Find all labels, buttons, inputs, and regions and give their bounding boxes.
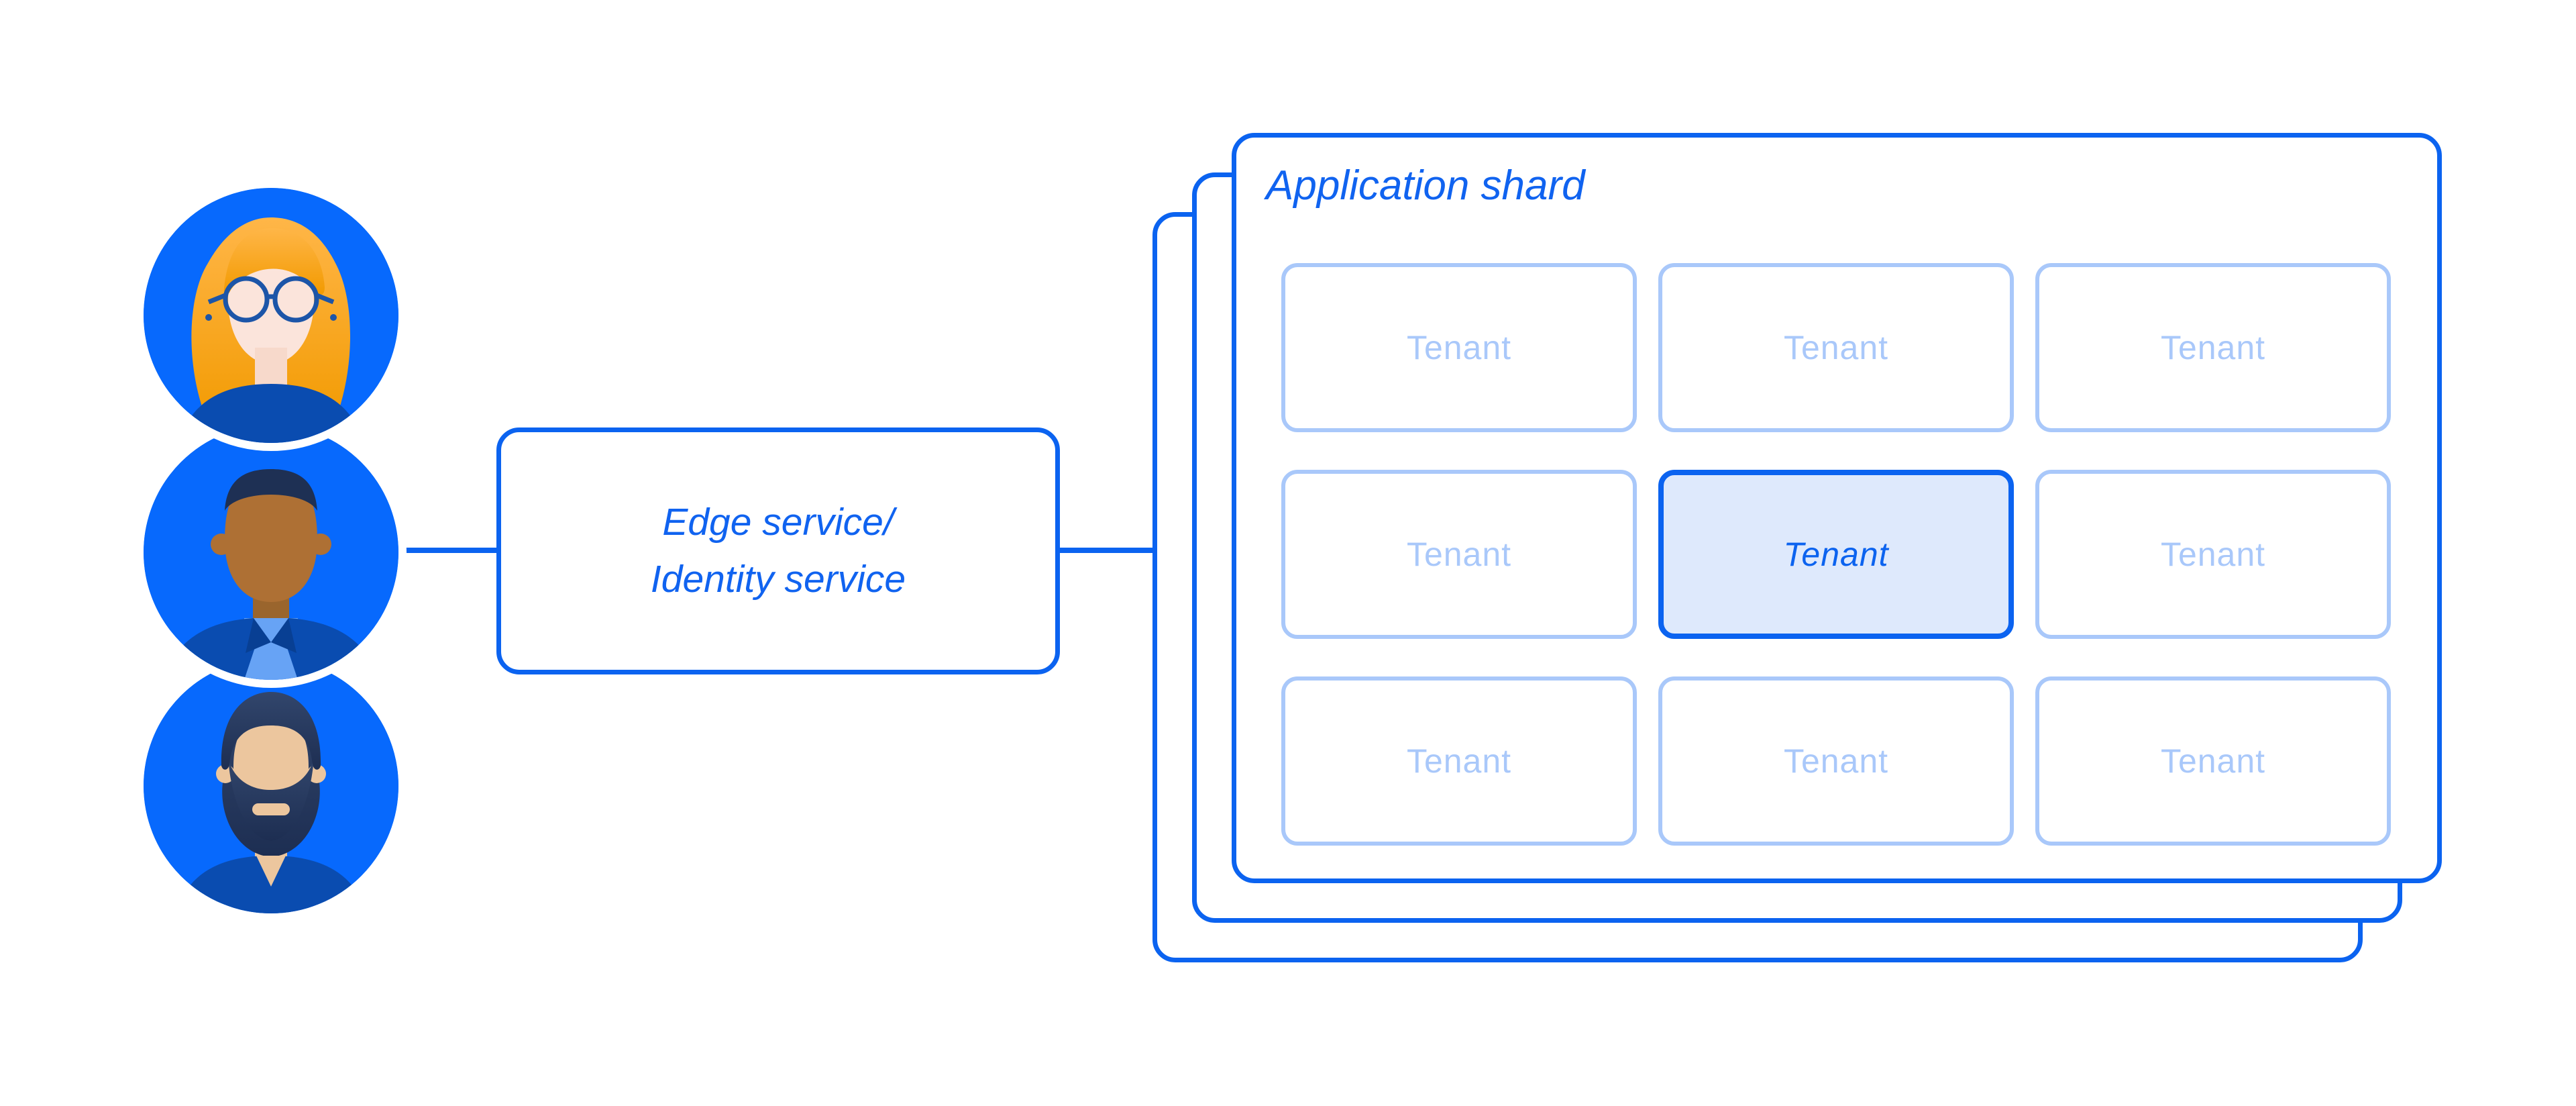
tenant-node-2: Tenant <box>1658 263 2014 432</box>
tenant-node-1: Tenant <box>1281 263 1637 432</box>
woman-avatar-icon <box>136 180 407 451</box>
tenant-node-9: Tenant <box>2035 676 2391 846</box>
edge-identity-service-node: Edge service/ Identity service <box>496 428 1060 674</box>
tenant-node-4: Tenant <box>1281 470 1637 639</box>
tenant-node-8: Tenant <box>1658 676 2014 846</box>
bald-man-avatar-art <box>144 425 398 680</box>
woman-avatar-art <box>144 188 398 443</box>
edge-service-label-line2: Identity service <box>650 558 906 601</box>
tenant-node-6: Tenant <box>2035 470 2391 639</box>
application-shard-card-front: Application shard Tenant Tenant Tenant T… <box>1232 133 2442 883</box>
application-shard-title: Application shard <box>1266 162 1585 209</box>
tenant-node-5-highlighted: Tenant <box>1658 470 2014 639</box>
tenant-grid: Tenant Tenant Tenant Tenant Tenant Tenan… <box>1281 263 2391 846</box>
connector-line-users-to-edge <box>401 548 499 553</box>
tenant-node-7: Tenant <box>1281 676 1637 846</box>
bearded-man-avatar-icon <box>136 650 407 921</box>
connector-line-edge-to-shard <box>1056 548 1157 553</box>
bearded-man-avatar-art <box>144 658 398 913</box>
tenant-node-3: Tenant <box>2035 263 2391 432</box>
edge-identity-service-label: Edge service/ Identity service <box>651 494 906 608</box>
edge-service-label-line1: Edge service/ <box>662 501 894 544</box>
bald-man-avatar-icon <box>136 417 407 688</box>
